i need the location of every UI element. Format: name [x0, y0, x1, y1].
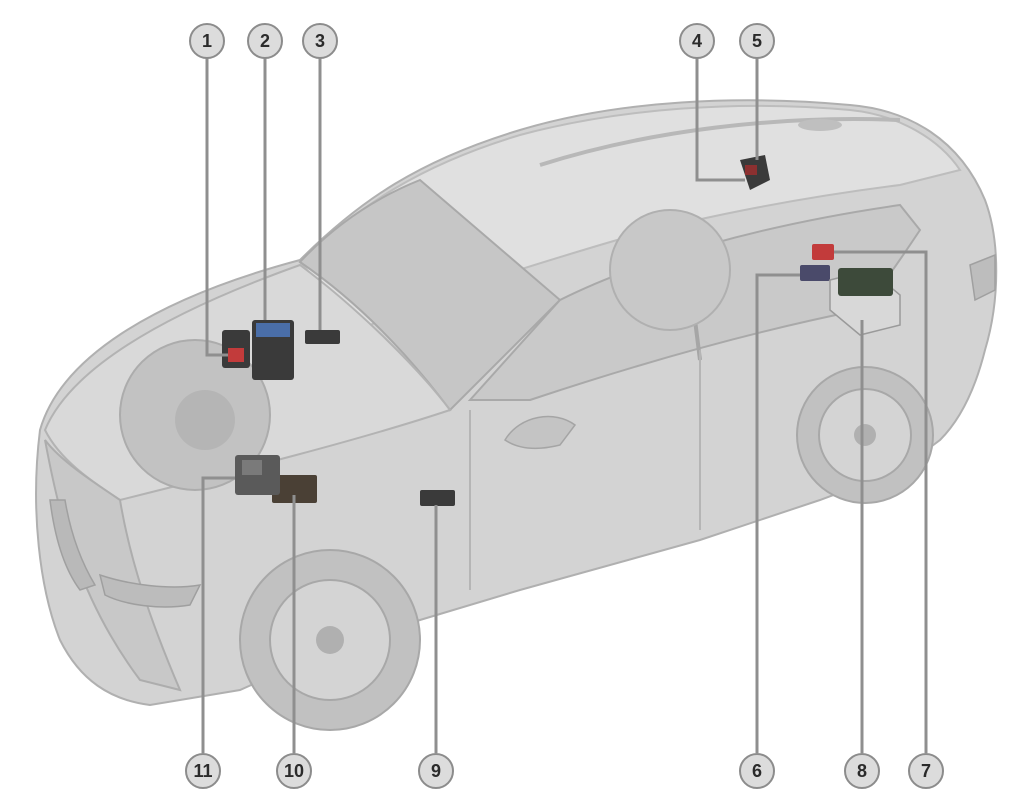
headlight: [98, 573, 202, 608]
component-3: [305, 330, 340, 344]
callout-4-label: 4: [692, 31, 702, 51]
callout-11: 11: [185, 753, 221, 789]
kidney-grille: [49, 499, 97, 591]
components: [222, 155, 901, 506]
callout-1-label: 1: [202, 31, 212, 51]
callout-10: 10: [276, 753, 312, 789]
sunroof: [798, 119, 842, 131]
callout-3-label: 3: [315, 31, 325, 51]
door-lines: [469, 350, 701, 590]
callout-8-label: 8: [857, 761, 867, 781]
callout-5-label: 5: [752, 31, 762, 51]
component-4-5: [740, 155, 770, 190]
roof-rail: [539, 117, 901, 167]
component-10: [272, 475, 317, 503]
component-11: [235, 455, 280, 495]
callouts: 1 2 3 4 5 6 7 8 9 10 11: [185, 23, 944, 789]
callout-2: 2: [247, 23, 283, 59]
component-9: [420, 490, 455, 506]
component-8: [829, 268, 901, 336]
callout-6-label: 6: [752, 761, 762, 781]
car-illustration: [35, 99, 998, 731]
leader-11: [201, 476, 235, 753]
component-2: [252, 320, 294, 380]
leader-1: [205, 58, 228, 357]
callout-10-label: 10: [284, 761, 304, 781]
front-wheel-hub: [316, 626, 344, 654]
callout-7: 7: [908, 753, 944, 789]
spare-wheel-hub: [175, 390, 235, 450]
callout-8: 8: [844, 753, 880, 789]
component-7: [812, 244, 834, 260]
leader-lines: [201, 58, 928, 753]
callout-2-label: 2: [260, 31, 270, 51]
callout-5: 5: [739, 23, 775, 59]
callout-4: 4: [679, 23, 715, 59]
component-6: [800, 265, 830, 281]
callout-9-label: 9: [431, 761, 441, 781]
spare-wheel-rear: [609, 209, 731, 331]
callout-9: 9: [418, 753, 454, 789]
callout-11-label: 11: [193, 761, 212, 781]
leader-7: [834, 250, 928, 753]
side-mirror: [503, 415, 577, 450]
callout-7-label: 7: [921, 761, 931, 781]
component-1: [222, 330, 250, 368]
callout-6: 6: [739, 753, 775, 789]
callout-1: 1: [189, 23, 225, 59]
rear-wheel-hub: [854, 424, 876, 446]
tail-light: [969, 253, 996, 302]
callout-3: 3: [302, 23, 338, 59]
leader-6: [755, 273, 800, 753]
leader-4: [695, 58, 745, 182]
